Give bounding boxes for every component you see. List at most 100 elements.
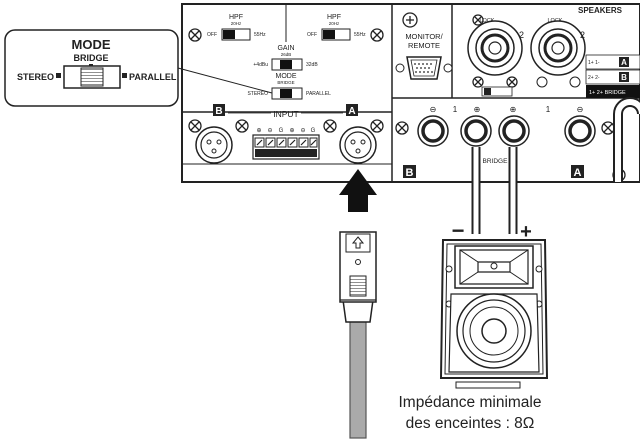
hpf-a-switch-group: HPF 20Hz OFF 55Hz — [307, 14, 366, 41]
svg-text:1: 1 — [546, 105, 551, 114]
insert-arrow — [339, 169, 377, 212]
mode-callout-subtitle: BRIDGE — [73, 53, 108, 63]
gain-mid: 26dB — [281, 52, 292, 57]
svg-text:1: 1 — [453, 105, 458, 114]
hpf-b-switch-group: HPF 20Hz OFF 55Hz — [207, 14, 266, 41]
woofer-icon — [456, 293, 532, 369]
jack-b-plus[interactable] — [460, 115, 492, 147]
screw-icon — [506, 76, 518, 88]
xlr-input-b[interactable] — [195, 126, 233, 164]
legend-badge-a — [619, 57, 629, 67]
svg-text:⊕: ⊕ — [510, 105, 517, 114]
svg-text:⊖: ⊖ — [267, 128, 272, 134]
mode-callout-left: STEREO — [17, 72, 54, 82]
d-sub-connector-icon[interactable] — [406, 56, 442, 80]
mode-small-sub: BRIDGE — [277, 80, 294, 85]
svg-text:G: G — [311, 128, 316, 134]
impedance-caption: Impédance minimale des enceintes : 8Ω — [372, 392, 568, 434]
input-label: INPUT — [273, 109, 299, 119]
gain-switch-group: GAIN 26dB +4dBu 32dB — [253, 4, 318, 71]
svg-text:B: B — [621, 73, 627, 82]
hpf-b-switch[interactable] — [221, 28, 251, 41]
mode-callout-title: MODE — [72, 37, 111, 52]
mode-small-left: STEREO — [247, 91, 268, 97]
screw-icon — [188, 119, 202, 133]
caption-line-2: des enceintes : 8Ω — [405, 415, 535, 432]
rear-bridge-label: BRIDGE — [483, 158, 509, 165]
screw-icon — [370, 28, 384, 42]
svg-text:⊖: ⊖ — [300, 128, 305, 134]
release-tab-icon — [351, 236, 365, 249]
input-badge-b — [213, 104, 225, 116]
svg-text:⊖: ⊖ — [430, 105, 437, 114]
jack-b-minus[interactable] — [417, 115, 449, 147]
monitor-remote-port: MONITOR/ REMOTE — [395, 32, 453, 80]
hpf-b-off: OFF — [207, 32, 217, 38]
hpf-a-switch[interactable] — [321, 28, 351, 41]
hpf-b-on: 55Hz — [254, 32, 266, 38]
mode-small-right: PARALLEL — [306, 91, 331, 97]
svg-text:B: B — [406, 167, 414, 179]
svg-text:2+ 2-: 2+ 2- — [588, 75, 600, 81]
svg-text:LOCK: LOCK — [480, 18, 495, 24]
gain-low: +4dBu — [253, 62, 268, 68]
rear-badge-a — [571, 165, 584, 178]
screw-icon — [402, 12, 418, 28]
wire-plus-label: + — [520, 221, 532, 243]
mode-callout: MODE BRIDGE STEREO PARALLEL — [4, 29, 273, 107]
speakon-connector-b[interactable]: LOCK 2 — [467, 18, 524, 97]
hpf-a-on: 55Hz — [354, 32, 366, 38]
svg-text:⊕: ⊕ — [474, 105, 481, 114]
svg-text:1+ 1-: 1+ 1- — [588, 60, 600, 66]
gain-title: GAIN — [277, 45, 294, 52]
legend-badge-b — [619, 72, 629, 82]
screw-icon — [188, 28, 202, 42]
speakers-title: SPEAKERS — [578, 6, 623, 15]
svg-text:2: 2 — [580, 30, 585, 40]
svg-text:A: A — [348, 106, 355, 117]
screw-icon — [601, 121, 615, 135]
screw-icon — [370, 119, 384, 133]
hpf-b-freq: 20Hz — [231, 21, 242, 26]
gain-high: 32dB — [306, 62, 318, 68]
jack-a-minus[interactable] — [564, 115, 596, 147]
rear-badge-b — [403, 165, 416, 178]
xlr-input-a[interactable] — [339, 126, 377, 164]
svg-text:A: A — [621, 58, 627, 67]
speaker-output-jacks: ⊖ 1 ⊕ ⊕ 1 ⊖ B A BRIDGE — [403, 105, 596, 179]
screw-icon — [472, 76, 484, 88]
hpf-b-title: HPF — [229, 14, 243, 21]
hpf-a-title: HPF — [327, 14, 341, 21]
screw-icon — [235, 119, 249, 133]
xlr-plug-cable — [339, 231, 377, 439]
jack-a-plus[interactable] — [498, 115, 530, 147]
screw-icon — [323, 119, 337, 133]
hpf-a-freq: 20Hz — [329, 21, 340, 26]
mode-switch-group: MODE BRIDGE STEREO PARALLEL — [247, 73, 331, 100]
svg-text:G: G — [279, 128, 284, 134]
svg-text:B: B — [215, 106, 222, 117]
screw-icon — [472, 14, 484, 26]
svg-text:⊖: ⊖ — [577, 105, 584, 114]
svg-text:A: A — [574, 167, 582, 179]
speaker-wires: − + — [452, 147, 532, 243]
svg-text:⊕: ⊕ — [256, 128, 261, 134]
mode-callout-right: PARALLEL — [129, 72, 177, 82]
svg-text:⊕: ⊕ — [289, 128, 294, 134]
input-section: B A INPUT — [195, 104, 377, 164]
mode-small-title: MODE — [276, 73, 297, 80]
monitor-label-1: MONITOR/ — [405, 32, 443, 41]
power-cable — [613, 97, 640, 182]
screw-icon — [395, 121, 409, 135]
speakon-connector-a[interactable]: LOCK 2 — [530, 18, 586, 88]
euroblock-terminal[interactable]: ⊕ ⊖ G ⊕ ⊖ G — [252, 128, 320, 160]
input-badge-a — [346, 104, 358, 116]
monitor-label-2: REMOTE — [408, 41, 440, 50]
svg-text:2: 2 — [519, 30, 524, 40]
wire-minus-label: − — [452, 218, 465, 243]
loudspeaker-cabinet — [439, 239, 549, 389]
caption-line-1: Impédance minimale — [398, 394, 542, 411]
svg-text:1+ 2+ BRIDGE: 1+ 2+ BRIDGE — [589, 90, 626, 96]
hpf-a-off: OFF — [307, 32, 317, 38]
